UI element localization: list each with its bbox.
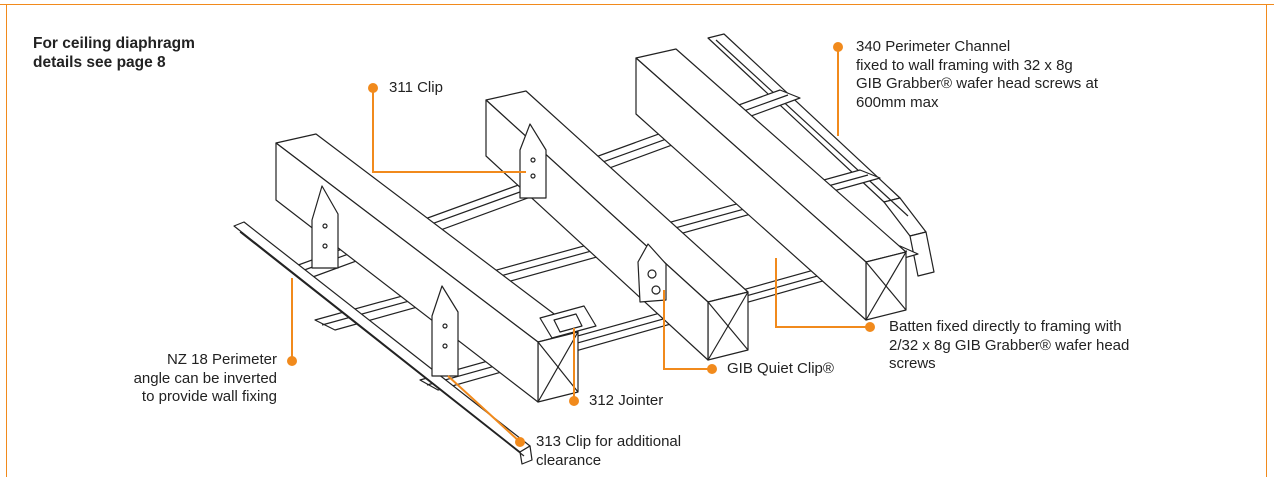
label-nz18-line-1: NZ 18 Perimeter (166, 351, 277, 368)
label-313-line-1: 313 Clip for additional (536, 433, 682, 450)
label-nz18-perimeter-angle: NZ 18 Perimeter angle can be inverted to… (105, 351, 277, 407)
dot-340-channel (833, 42, 843, 52)
clip-311-upper (519, 123, 547, 199)
leader-quiet-clip (663, 290, 712, 370)
label-batten-line-2: 2/32 x 8g GIB Grabber® wafer head (889, 336, 1130, 354)
timber-joist-right (635, 48, 907, 321)
label-340-line-4: 600mm max (856, 93, 939, 111)
label-311-clip: 311 Clip (389, 79, 443, 96)
label-313-line-2: clearance (536, 451, 602, 469)
dot-312-jointer (569, 396, 579, 406)
label-340-line-1: 340 Perimeter Channel (856, 38, 1011, 55)
dot-quiet-clip (707, 364, 717, 374)
clip-311-left-upper (311, 185, 339, 269)
dot-nz18-angle (287, 356, 297, 366)
label-340-line-3: GIB Grabber® wafer head screws at (856, 75, 1098, 92)
frame-right-border (1266, 4, 1267, 477)
note-line-1: For ceiling diaphragm (33, 35, 195, 52)
leader-dots (287, 42, 875, 447)
frame-top-border (0, 4, 1274, 5)
label-340-line-2: fixed to wall framing with 32 x 8g (856, 56, 1073, 74)
frame-left-border (6, 4, 7, 477)
dot-313-clip (515, 437, 525, 447)
label-313-clip: 313 Clip for additional clearance (536, 433, 681, 470)
note-line-2: details see page 8 (33, 54, 166, 71)
timber-joist-left (275, 133, 579, 403)
label-batten: Batten fixed directly to framing with 2/… (889, 318, 1129, 374)
perimeter-angle-nz18 (233, 221, 533, 465)
label-312-jointer: 312 Jointer (589, 392, 664, 409)
label-batten-line-1: Batten fixed directly to framing with (889, 318, 1122, 335)
label-nz18-line-2: angle can be inverted (133, 369, 277, 387)
leader-311-clip (372, 88, 526, 173)
gib-quiet-clip (637, 243, 667, 303)
jointer-312 (539, 305, 597, 339)
label-batten-line-3: screws (889, 355, 936, 372)
clip-311-left-lower (431, 285, 459, 377)
dot-311-clip (368, 83, 378, 93)
perimeter-channel-340 (707, 33, 935, 277)
label-gib-quiet-clip: GIB Quiet Clip® (727, 360, 834, 377)
ceiling-diaphragm-note: For ceiling diaphragm details see page 8 (33, 34, 195, 72)
dot-batten (865, 322, 875, 332)
leader-batten (775, 258, 870, 328)
label-nz18-line-3: to provide wall fixing (141, 388, 277, 405)
label-340-perimeter-channel: 340 Perimeter Channel fixed to wall fram… (856, 38, 1098, 112)
leader-lines (291, 47, 870, 443)
leader-313-clip (447, 375, 521, 443)
framing-drawing (233, 33, 935, 465)
